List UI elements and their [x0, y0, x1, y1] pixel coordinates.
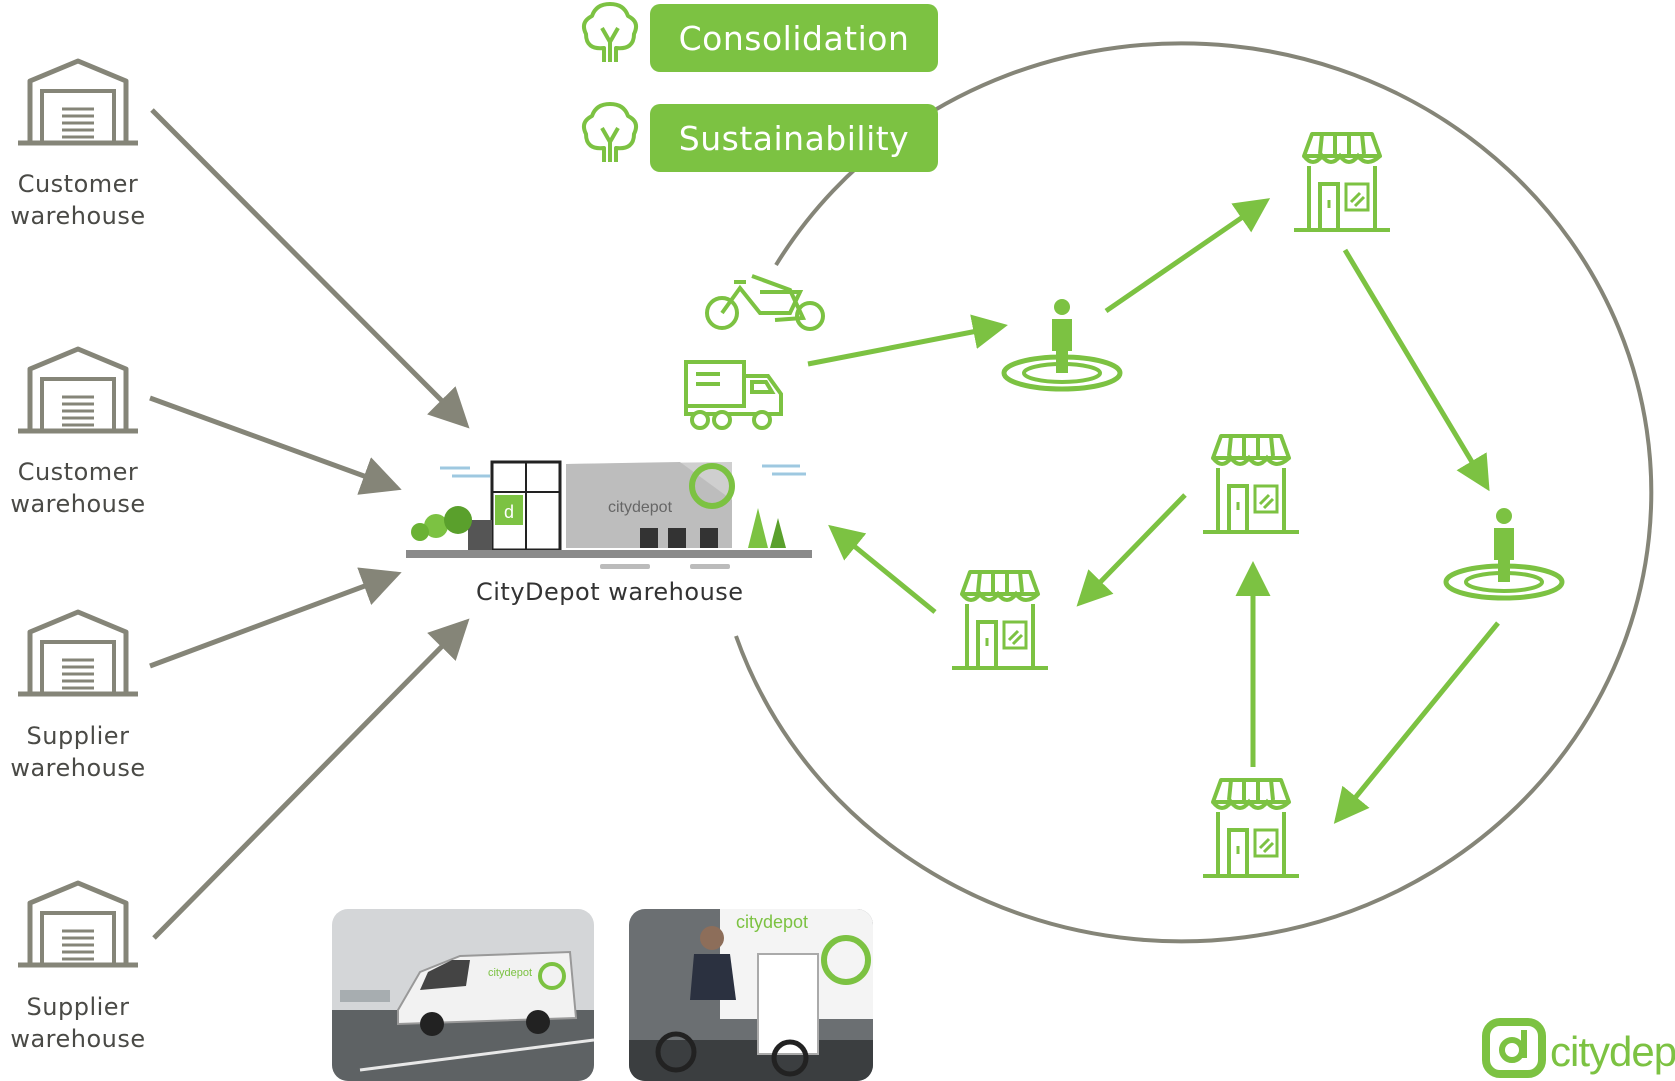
tree-icon: [582, 2, 638, 64]
recipient-pin-icon: [1446, 508, 1562, 598]
route-arrow-truck-to-person: [807, 314, 1008, 367]
route-arrow-store-to-person: [1342, 248, 1490, 492]
inbound-arrow-2: [149, 395, 402, 495]
brand-logo-text: citydep: [1550, 1028, 1675, 1075]
warehouse-label-line2: warehouse: [10, 754, 146, 782]
warehouse-label: Customer warehouse: [0, 456, 163, 520]
warehouse-label-line1: Customer: [17, 458, 139, 486]
inbound-arrow-4: [152, 618, 470, 940]
warehouse-icon: [18, 883, 138, 965]
depot-sign: citydepot: [608, 499, 673, 516]
city-boundary-arc: [734, 41, 1654, 944]
inbound-arrow-3: [149, 567, 402, 669]
depot-label: CityDepot warehouse: [476, 578, 744, 606]
recipient-pin-icon: [1004, 299, 1120, 389]
route-arrow-person-to-store-bottom: [1333, 621, 1500, 824]
store-icon: [1292, 132, 1392, 232]
route-arrow-store-to-store: [1076, 493, 1187, 607]
warehouse-label-line1: Supplier: [26, 722, 130, 750]
citydepot-building-illustration: d citydepot: [406, 454, 812, 569]
sustainability-badge: Sustainability: [650, 104, 938, 172]
route-arrow-person-to-store: [1104, 198, 1271, 314]
warehouse-label-line2: warehouse: [10, 1025, 146, 1053]
warehouse-label-line2: warehouse: [10, 202, 146, 230]
van-sign: citydepot: [488, 967, 532, 979]
store-icon: [1201, 778, 1301, 878]
warehouse-label-line2: warehouse: [10, 490, 146, 518]
cargo-bike-photo: citydepot: [629, 909, 873, 1081]
warehouse-label-line1: Supplier: [26, 993, 130, 1021]
store-icon: [1201, 434, 1301, 534]
cargo-bike-icon: [705, 274, 825, 331]
citydepot-logo-icon: [1482, 1018, 1546, 1078]
warehouse-icon: [18, 349, 138, 431]
van-photo: citydepot: [332, 909, 594, 1081]
warehouse-label: Supplier warehouse: [0, 991, 163, 1055]
route-arrow-store-to-depot: [828, 524, 937, 614]
warehouse-label-line1: Customer: [17, 170, 139, 198]
inbound-arrow-1: [150, 108, 470, 429]
warehouse-icon: [18, 612, 138, 694]
warehouse-label: Customer warehouse: [0, 168, 163, 232]
tree-icon: [582, 102, 638, 164]
svg-text:d: d: [504, 502, 514, 522]
delivery-truck-icon: [684, 360, 783, 430]
bike-sign: citydepot: [736, 912, 808, 932]
store-icon: [950, 570, 1050, 670]
consolidation-badge: Consolidation: [650, 4, 938, 72]
warehouse-icon: [18, 61, 138, 143]
warehouse-label: Supplier warehouse: [0, 720, 163, 784]
